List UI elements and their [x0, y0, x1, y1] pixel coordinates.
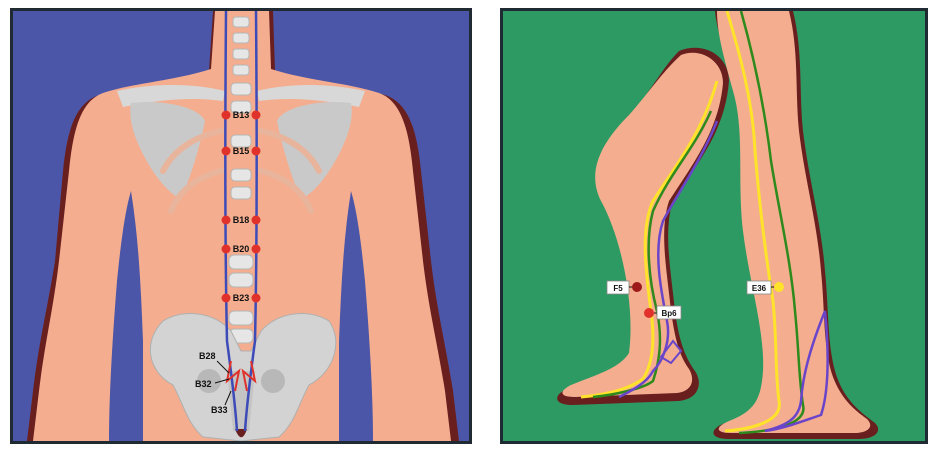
spine-point-label: B20: [233, 244, 250, 254]
spine-point-b23: B23: [222, 293, 261, 303]
leg-point-label: F5: [613, 284, 623, 293]
spine-point-label: B18: [233, 215, 250, 225]
spine-point-label: B23: [233, 293, 250, 303]
leg-point-marker: [644, 308, 654, 318]
legs-view-illustration: F5 Bp6 E36: [503, 11, 925, 441]
sacral-point-label: B32: [195, 379, 212, 389]
leg-point-marker: [774, 282, 784, 292]
back-view-panel: B13 B15 B18 B20 B23 B28 B32: [10, 8, 472, 444]
spine-point-b20: B20: [222, 244, 261, 254]
spine-point-b13: B13: [222, 110, 261, 120]
spine-point-b15: B15: [222, 146, 261, 156]
spine-point-label: B15: [233, 146, 250, 156]
spine-point-label: B13: [233, 110, 250, 120]
spine-point-b18: B18: [222, 215, 261, 225]
right-sacral-foramen: [261, 369, 285, 393]
sacral-point-label: B33: [211, 405, 228, 415]
sacral-point-label: B28: [199, 351, 216, 361]
leg-point-label: Bp6: [661, 309, 677, 318]
back-view-illustration: B13 B15 B18 B20 B23 B28 B32: [13, 11, 469, 441]
legs-view-panel: F5 Bp6 E36: [500, 8, 928, 444]
leg-point-marker: [632, 282, 642, 292]
leg-point-label: E36: [752, 284, 767, 293]
